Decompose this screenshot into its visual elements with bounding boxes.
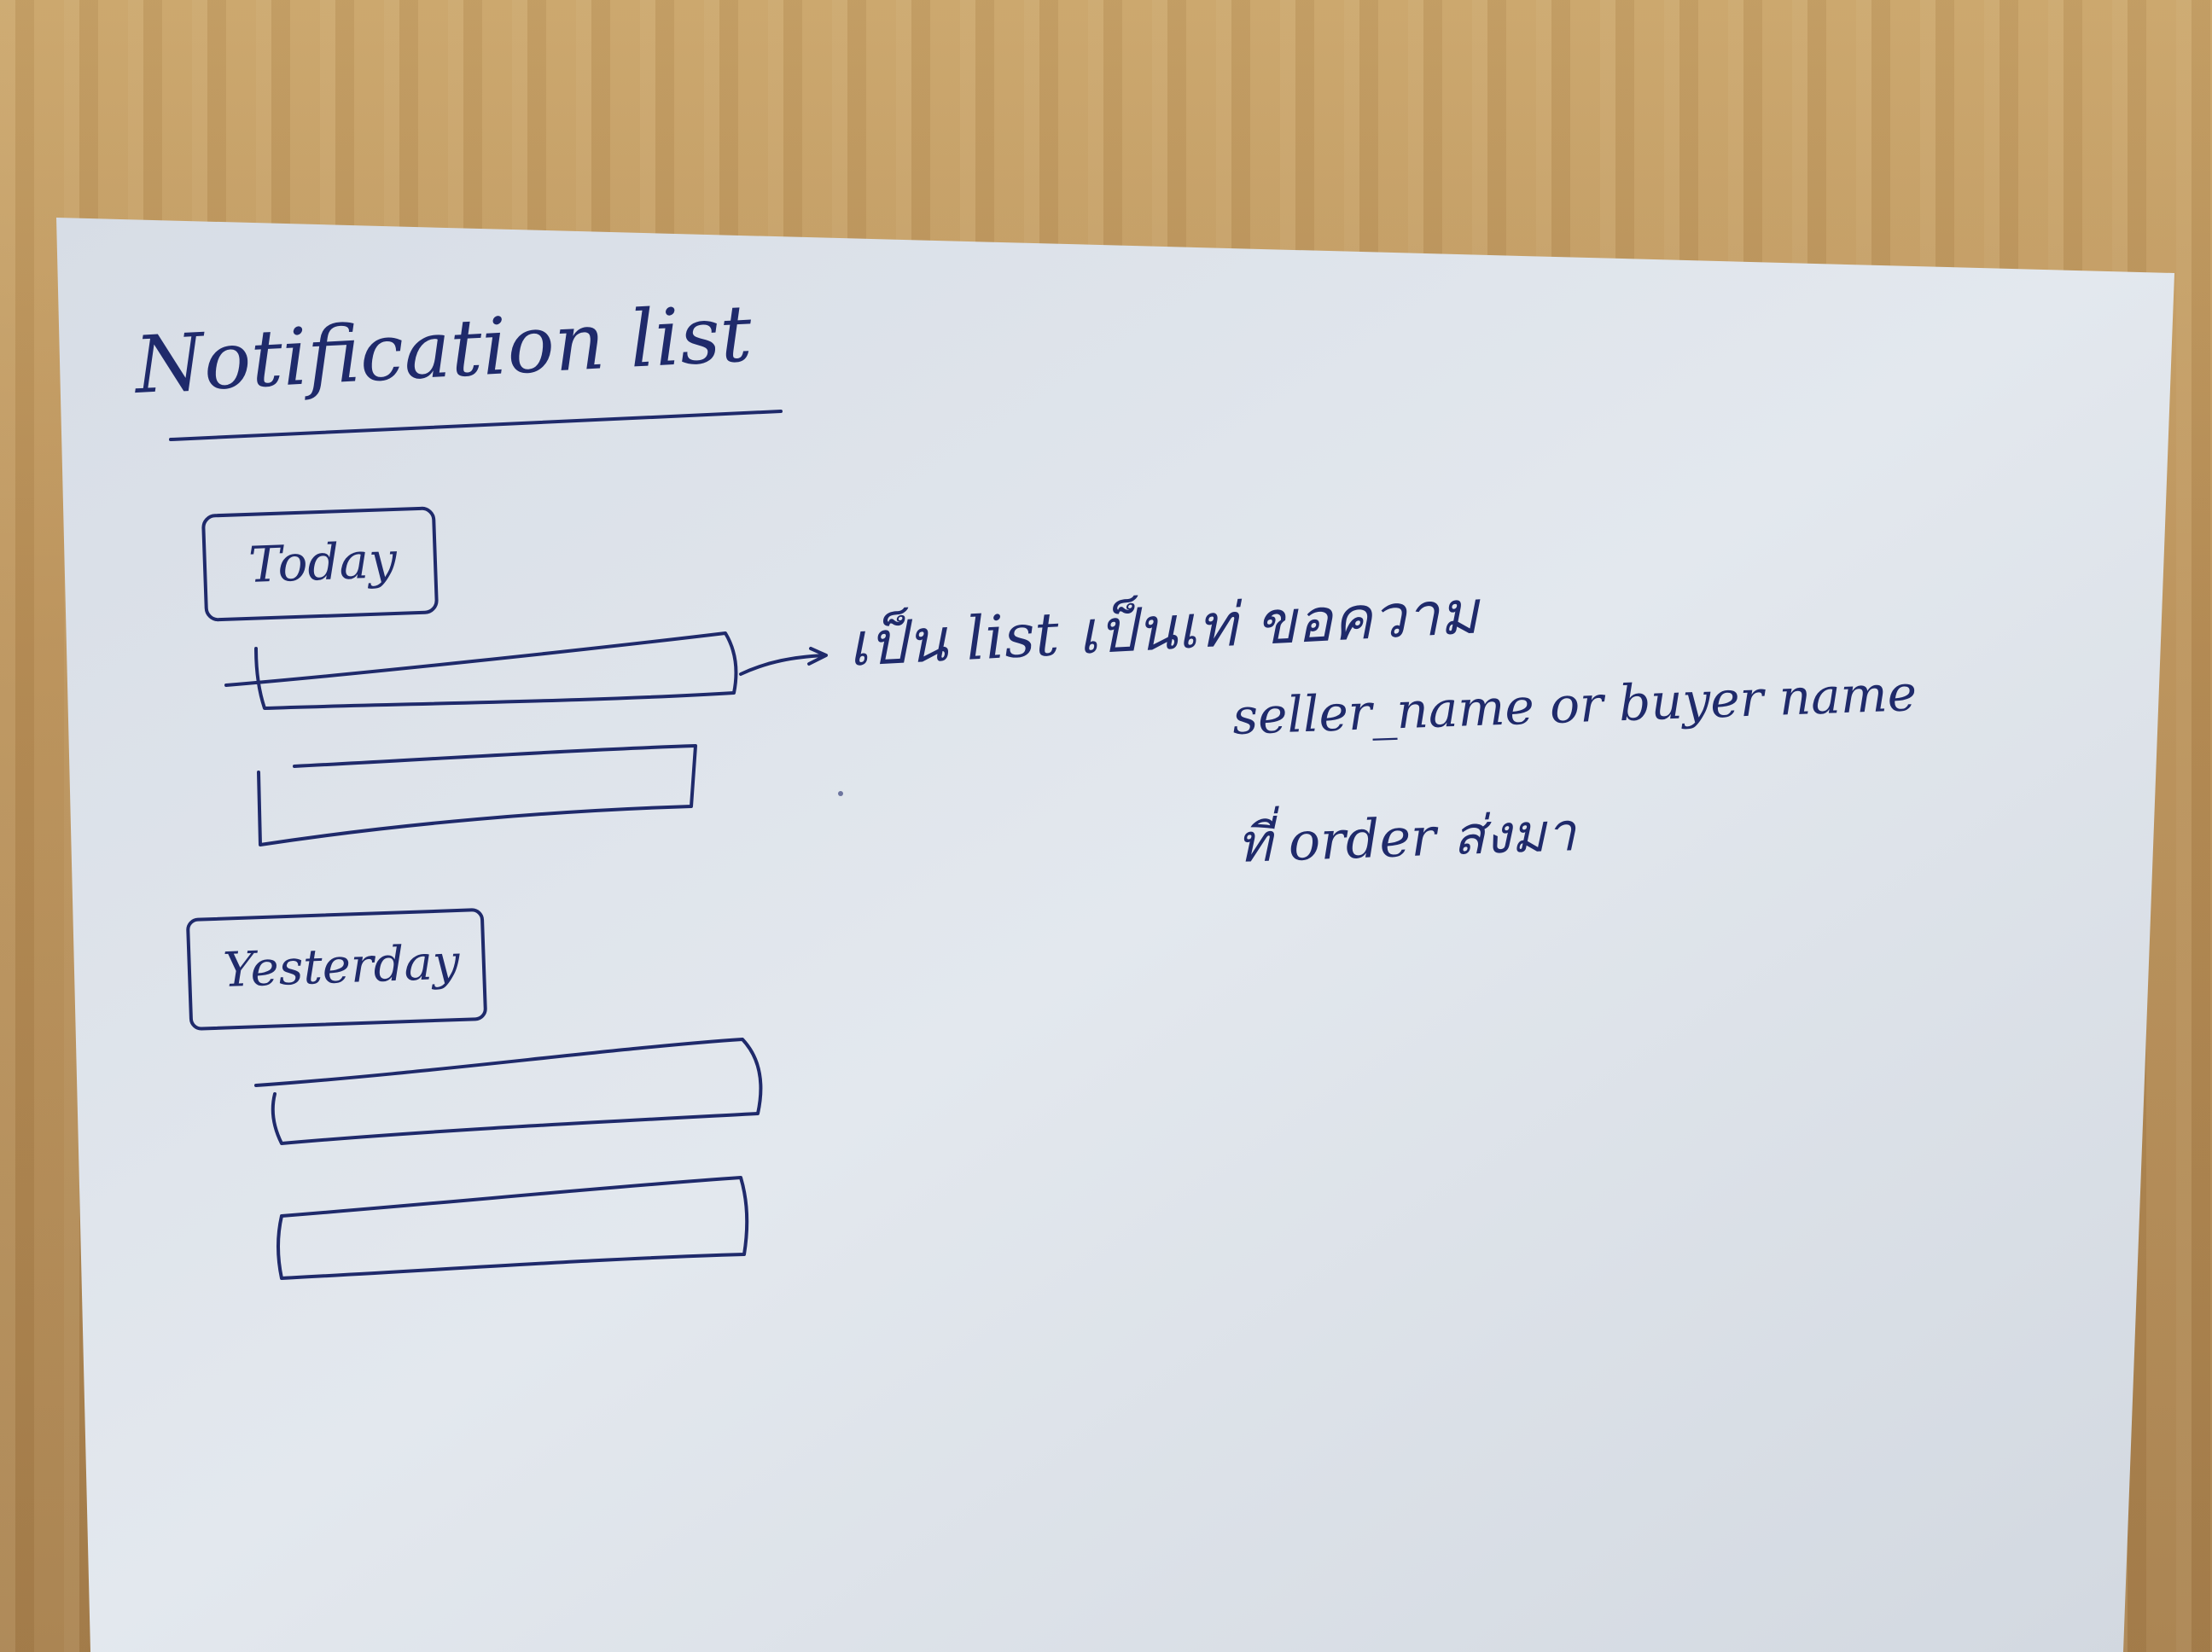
title-underline	[169, 410, 783, 441]
paper-surface	[56, 218, 2174, 1652]
list-item-placeholder	[254, 1038, 763, 1145]
list-item-placeholder	[257, 744, 697, 846]
pen-dot	[838, 791, 843, 796]
section-label-yesterday: Yesterday	[222, 934, 462, 998]
section-label-today: Today	[247, 531, 399, 594]
list-item-placeholder	[224, 631, 738, 710]
list-item-placeholder	[276, 1176, 749, 1280]
annotation-arrow	[739, 647, 828, 676]
section-label-box-today	[201, 506, 439, 622]
section-label-box-yesterday	[186, 908, 487, 1031]
